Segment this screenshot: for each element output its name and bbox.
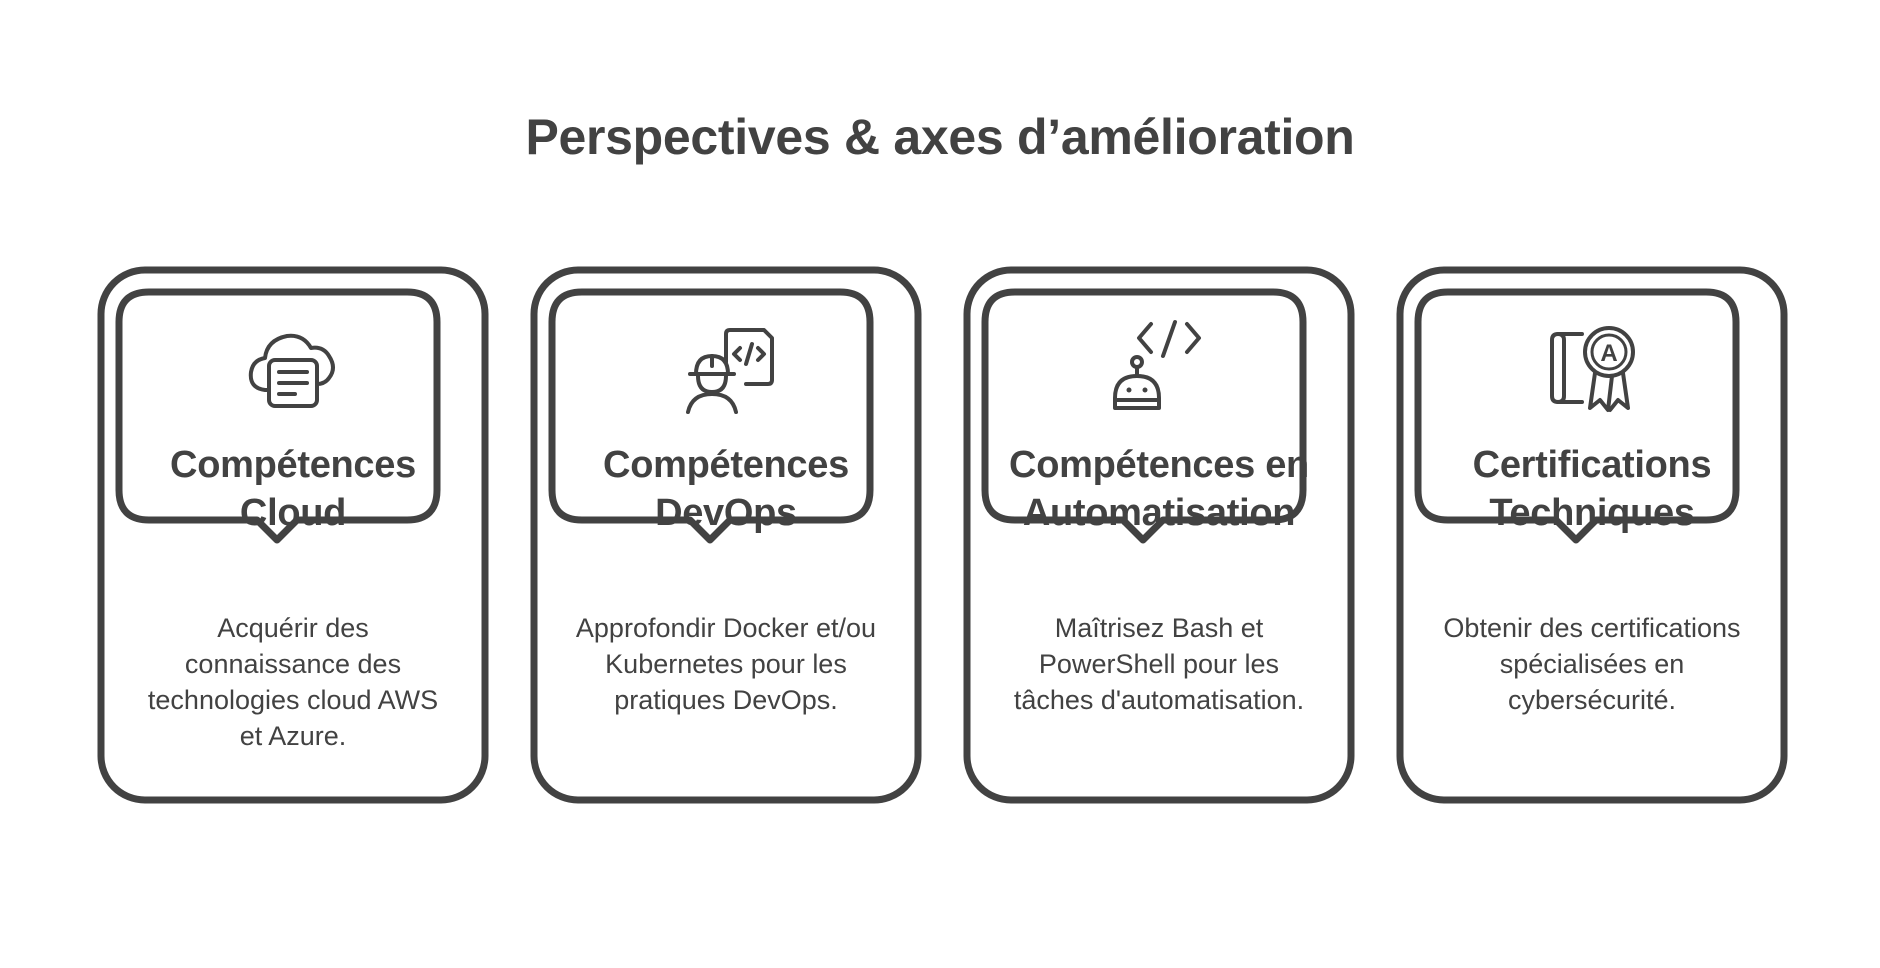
page-title: Perspectives & axes d’amélioration — [525, 109, 1355, 165]
card-description: Acquérir des connaissance des technologi… — [147, 613, 439, 751]
developer-code-icon — [686, 328, 774, 414]
cloud-document-icon — [248, 333, 335, 408]
card-description: Maîtrisez Bash et PowerShell pour les tâ… — [1013, 613, 1305, 715]
card-title-line2: DevOps — [655, 492, 797, 534]
card-automation-skills: Compétences en Automatisation Maîtrisez … — [963, 266, 1355, 804]
card-title: Compétences en Automatisation — [983, 441, 1335, 537]
card-frame — [97, 266, 489, 804]
robot-code-icon — [1113, 320, 1201, 410]
card-description: Obtenir des certifications spécialisées … — [1443, 613, 1741, 715]
card-title-line1: Certifications — [1472, 444, 1712, 486]
card-title: Certifications Techniques — [1416, 441, 1768, 537]
card-technical-certifications: A Certifications Techniques Obtenir des … — [1396, 266, 1788, 804]
card-devops-skills: Compétences DevOps Approfondir Docker et… — [530, 266, 922, 804]
card-title-line2: Cloud — [239, 492, 347, 534]
card-description: Approfondir Docker et/ou Kubernetes pour… — [575, 613, 877, 715]
card-title-line2: Techniques — [1489, 492, 1695, 534]
certificate-award-icon: A — [1550, 326, 1635, 412]
card-cloud-skills: Compétences Cloud Acquérir des connaissa… — [97, 266, 489, 804]
card-title-line2: Automatisation — [1022, 492, 1296, 534]
card-frame — [963, 266, 1355, 804]
svg-text:A: A — [1600, 340, 1617, 367]
card-frame — [1396, 266, 1788, 804]
card-title-line1: Compétences — [170, 444, 416, 486]
card-title-line1: Compétences en — [1009, 444, 1309, 486]
card-frame — [530, 266, 922, 804]
card-title: Compétences DevOps — [550, 441, 902, 537]
card-title: Compétences Cloud — [117, 441, 469, 537]
card-title-line1: Compétences — [603, 444, 849, 486]
